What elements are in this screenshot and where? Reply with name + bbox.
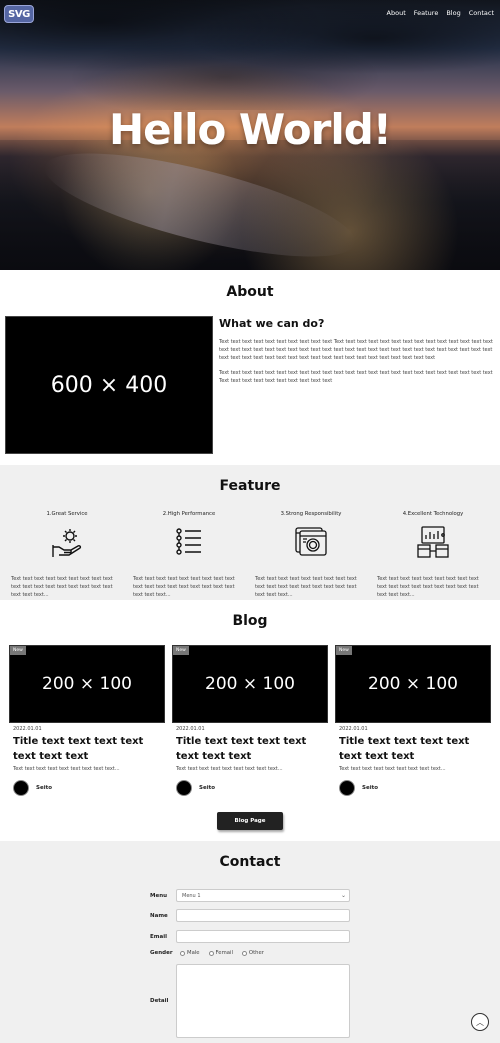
- radio-button[interactable]: [208, 950, 214, 956]
- menu-selected-value: Menu 1: [182, 893, 201, 899]
- about-paragraph-2: Text text text text text text text text …: [219, 370, 493, 384]
- about-subheading: What we can do?: [219, 317, 325, 330]
- logo[interactable]: SVG: [4, 5, 34, 23]
- radio-button[interactable]: [241, 950, 247, 956]
- nav-blog[interactable]: Blog: [446, 9, 461, 17]
- image-placeholder-label: 200 × 100: [205, 674, 295, 694]
- gender-option-male[interactable]: Male: [180, 950, 200, 956]
- hero: SVG About Feature Blog Contact Hello Wor…: [0, 0, 500, 270]
- blog-heading: Blog: [232, 613, 268, 629]
- gender-option-other[interactable]: Other: [241, 950, 264, 956]
- new-badge: New: [10, 646, 26, 655]
- blog-card-title[interactable]: Title text text text text text text text: [176, 736, 307, 762]
- blog-card[interactable]: 200 × 100 New 2022.01.01 Title text text…: [172, 645, 328, 796]
- feature-title: 3.Strong Responsibility: [280, 511, 342, 517]
- blog-card-date: 2022.01.01: [176, 726, 205, 732]
- blog-card-image: 200 × 100 New: [172, 645, 328, 723]
- about-section: About 600 × 400 What we can do? Text tex…: [0, 270, 500, 465]
- feature-item: 3.Strong Responsibility Text text text t…: [255, 511, 367, 599]
- feature-desc: Text text text text text text text text …: [133, 576, 235, 598]
- nav-feature[interactable]: Feature: [413, 9, 439, 17]
- blog-card-title[interactable]: Title text text text text text text text: [339, 736, 470, 762]
- author-name: Seito: [199, 785, 215, 791]
- gender-option-female[interactable]: Femail: [208, 950, 233, 956]
- blog-card-excerpt: Text text text text text text text text …: [339, 766, 446, 772]
- hand-gear-icon: [52, 529, 82, 557]
- about-heading: About: [226, 284, 274, 300]
- feature-item: 4.Excellent Technology Text text text te…: [377, 511, 489, 599]
- avatar: [13, 780, 29, 796]
- about-paragraph-1: Text text text text text text text text …: [219, 339, 493, 361]
- detail-textarea[interactable]: [176, 964, 350, 1038]
- blog-card-author: Seito: [339, 780, 491, 796]
- author-name: Seito: [362, 785, 378, 791]
- about-image: 600 × 400: [5, 316, 213, 454]
- image-placeholder-label: 200 × 100: [42, 674, 132, 694]
- menu-label: Menu: [150, 893, 168, 899]
- blog-card-date: 2022.01.01: [13, 726, 42, 732]
- analytics-icon: [417, 526, 449, 558]
- blog-card-image: 200 × 100 New: [335, 645, 491, 723]
- feature-title: 4.Excellent Technology: [402, 511, 464, 517]
- gender-label: Gender: [150, 950, 173, 956]
- top-nav: About Feature Blog Contact: [387, 9, 494, 17]
- contact-section: Contact Menu Menu 1 ⌄ Name Email Gender …: [0, 841, 500, 1043]
- feature-title: 2.High Performance: [162, 511, 216, 517]
- feature-desc: Text text text text text text text text …: [377, 576, 479, 598]
- feature-section: Feature 1.Great Service Text text text t…: [0, 465, 500, 600]
- feature-item: 1.Great Service Text text text text text…: [11, 511, 123, 599]
- detail-label: Detail: [150, 998, 169, 1004]
- chevron-up-icon[interactable]: ︿: [471, 1013, 489, 1031]
- email-field[interactable]: [176, 930, 350, 943]
- radio-button[interactable]: [180, 950, 185, 956]
- new-badge: New: [336, 646, 352, 655]
- new-badge: New: [173, 646, 189, 655]
- feature-heading: Feature: [219, 478, 281, 494]
- gender-option-label: Femail: [215, 950, 233, 956]
- nav-about[interactable]: About: [386, 9, 406, 17]
- blog-card[interactable]: 200 × 100 New 2022.01.01 Title text text…: [335, 645, 491, 796]
- hero-title: Hello World!: [109, 105, 392, 154]
- contact-heading: Contact: [219, 854, 281, 870]
- hero-clouds: [0, 0, 500, 110]
- menu-select[interactable]: Menu 1 ⌄: [176, 889, 350, 902]
- blog-card-author: Seito: [13, 780, 165, 796]
- nav-contact[interactable]: Contact: [468, 9, 494, 17]
- name-field[interactable]: [176, 909, 350, 922]
- about-text: What we can do? Text text text text text…: [219, 317, 495, 392]
- window-gear-icon: [295, 527, 327, 556]
- blog-card-title[interactable]: Title text text text text text text text: [13, 736, 144, 762]
- blog-page-button[interactable]: Blog Page: [217, 812, 283, 830]
- gender-radios: Male Femail Other: [180, 950, 264, 956]
- feature-desc: Text text text text text text text text …: [255, 576, 357, 598]
- name-label: Name: [150, 913, 168, 919]
- image-placeholder-label: 200 × 100: [368, 674, 458, 694]
- author-name: Seito: [36, 785, 52, 791]
- blog-card-excerpt: Text text text text text text text text …: [176, 766, 283, 772]
- avatar: [176, 780, 192, 796]
- feature-item: 2.High Performance Text text text text t…: [133, 511, 245, 599]
- gender-option-label: Male: [187, 950, 200, 956]
- blog-card[interactable]: 200 × 100 New 2022.01.01 Title text text…: [9, 645, 165, 796]
- blog-card-date: 2022.01.01: [339, 726, 368, 732]
- blog-card-image: 200 × 100 New: [9, 645, 165, 723]
- feature-desc: Text text text text text text text text …: [11, 576, 113, 598]
- blog-card-author: Seito: [176, 780, 328, 796]
- avatar: [339, 780, 355, 796]
- email-label: Email: [150, 934, 167, 940]
- chevron-down-icon: ⌄: [340, 892, 346, 899]
- gender-option-label: Other: [248, 950, 264, 956]
- list-icon: [176, 528, 201, 555]
- feature-title: 1.Great Service: [46, 511, 88, 517]
- blog-section: Blog 200 × 100 New 2022.01.01 Title text…: [0, 600, 500, 841]
- blog-card-excerpt: Text text text text text text text text …: [13, 766, 120, 772]
